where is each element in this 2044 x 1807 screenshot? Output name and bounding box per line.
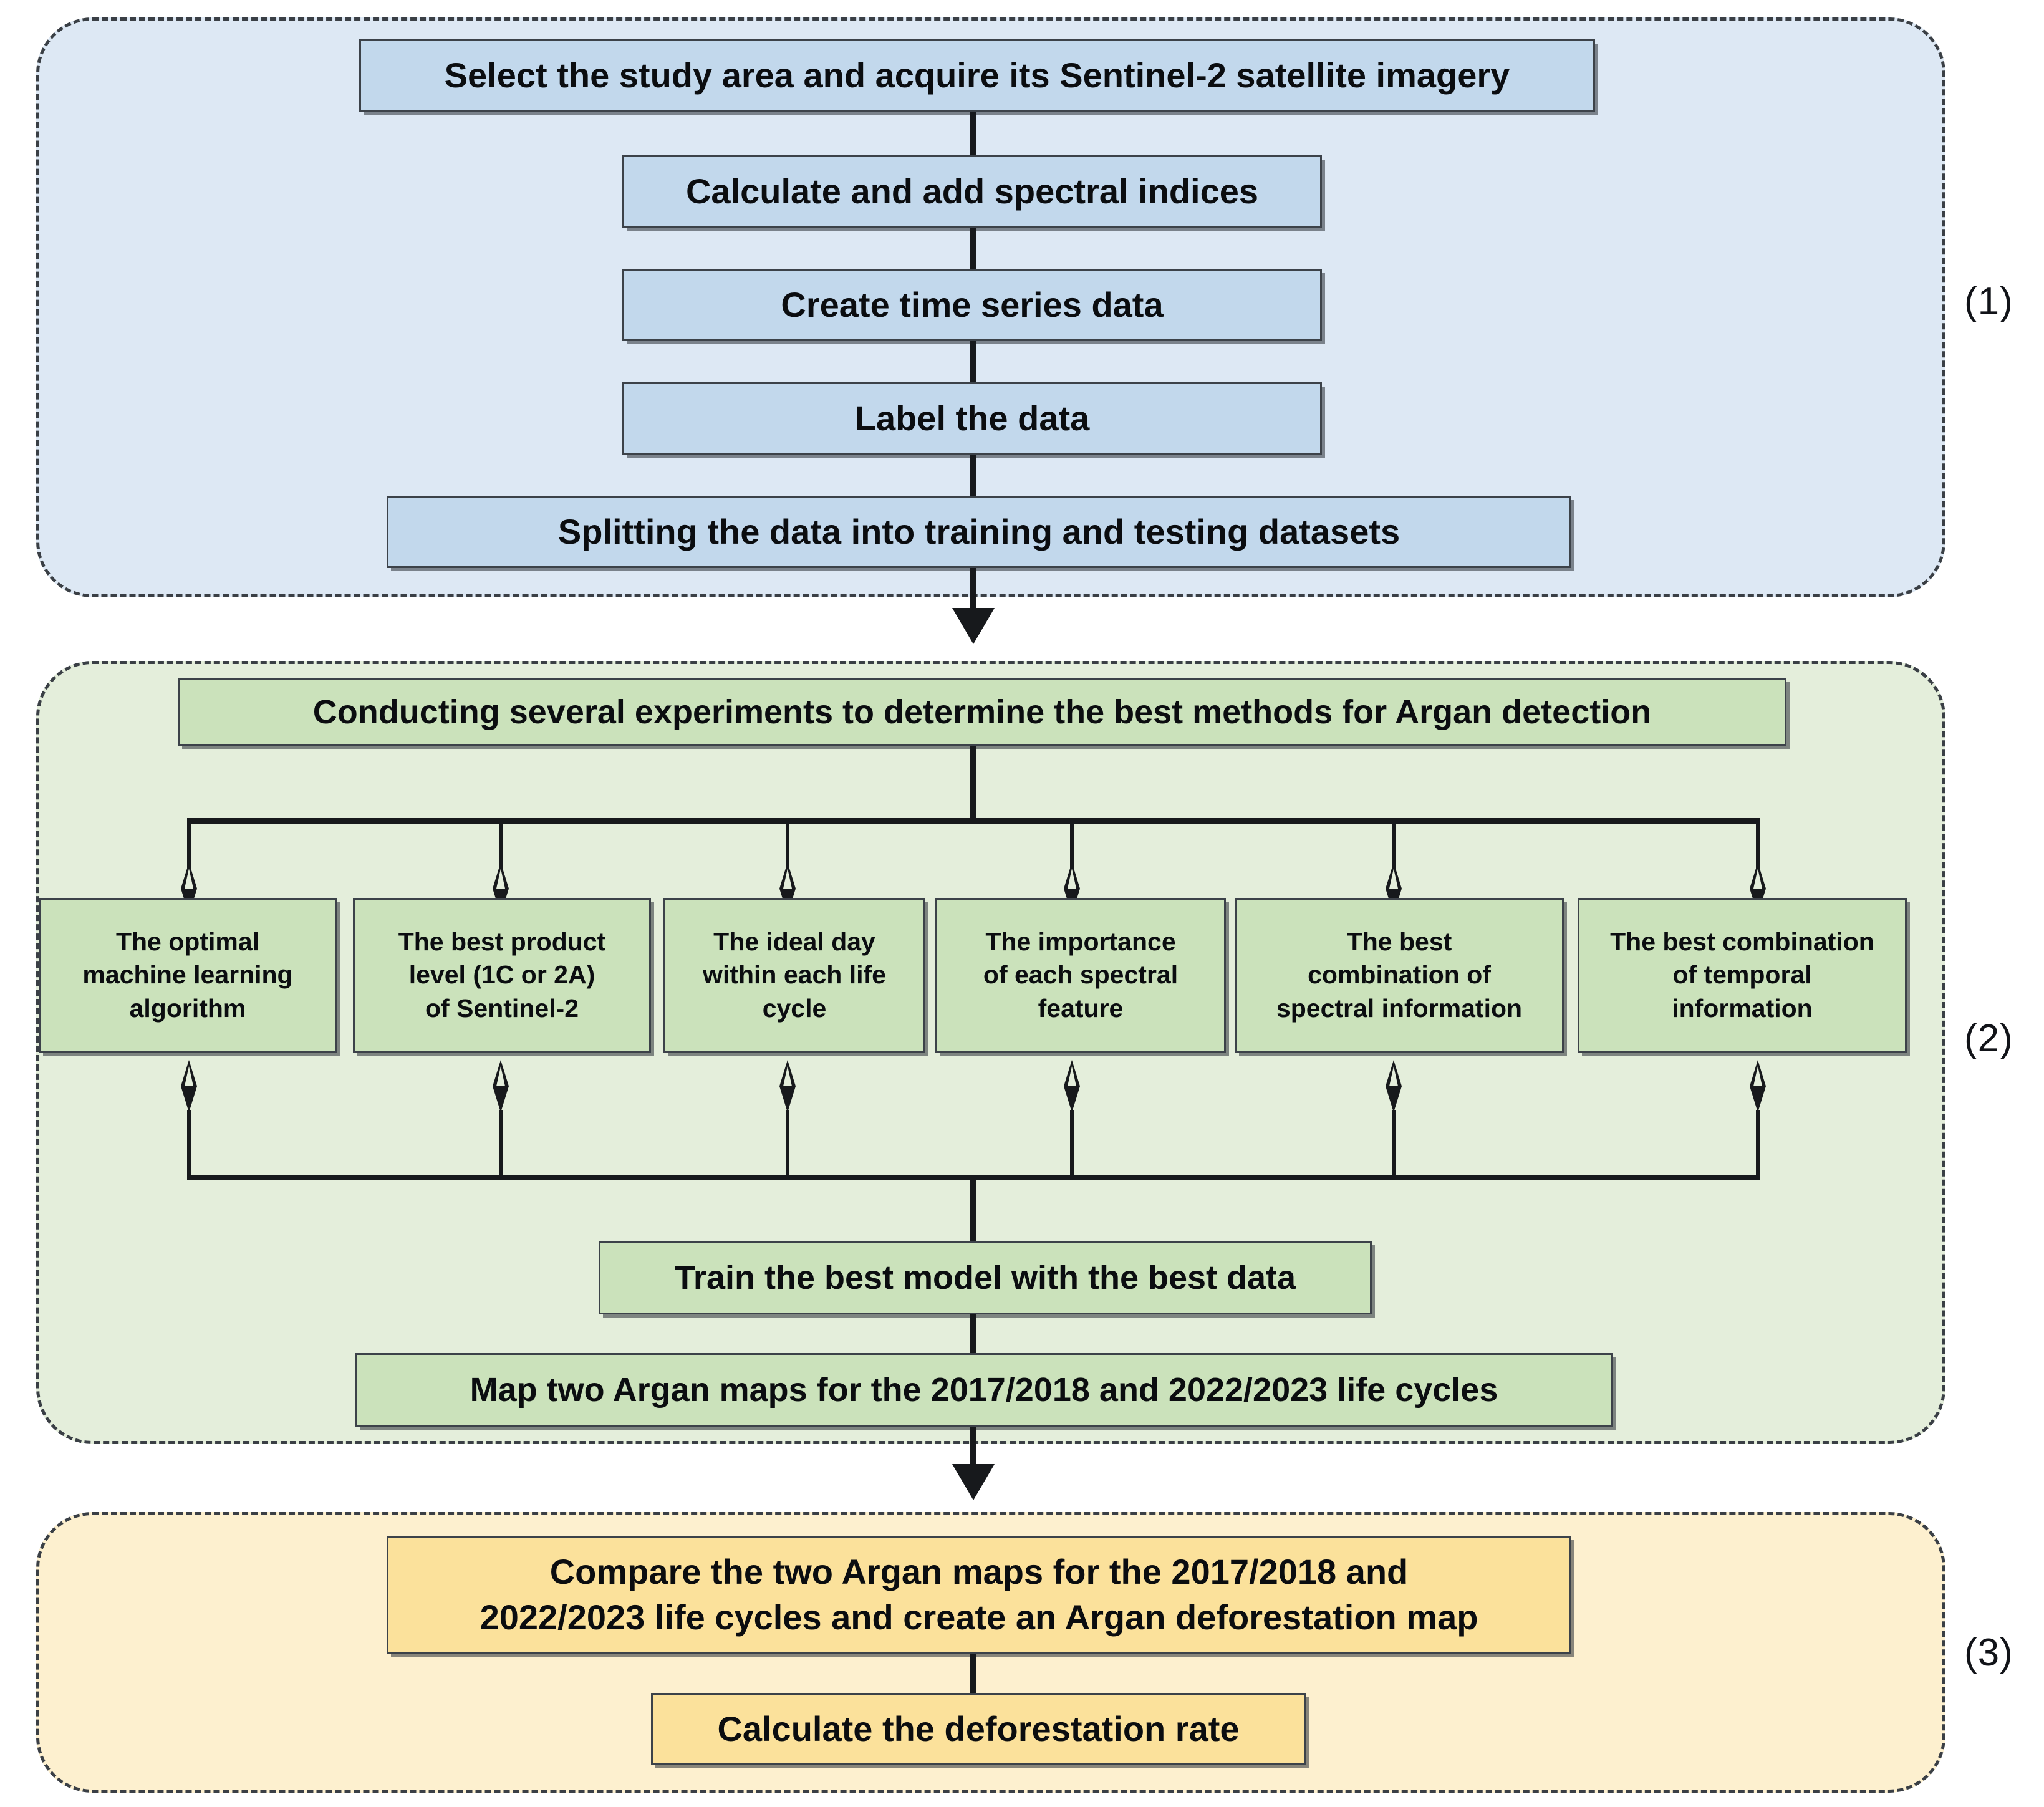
drop-to-experiment-3	[786, 818, 789, 874]
experiment-line: of each spectral	[983, 960, 1179, 990]
connector-s1-4-to-s1-5	[970, 455, 976, 496]
riser-from-experiment-6	[1756, 1110, 1760, 1178]
experiment-line: The optimal	[115, 927, 260, 957]
step-train-best-model[interactable]: Train the best model with the best data	[599, 1241, 1372, 1314]
compare-step-line: Compare the two Argan maps for the 2017/…	[549, 1552, 1409, 1592]
experiment-line: combination of	[1308, 960, 1491, 990]
step-split-datasets[interactable]: Splitting the data into training and tes…	[387, 496, 1571, 568]
compare-step-line: 2022/2023 life cycles and create an Arga…	[480, 1597, 1478, 1637]
step-calculate-deforestation-rate[interactable]: Calculate the deforestation rate	[651, 1693, 1306, 1765]
experiment-line: The best product	[398, 927, 606, 957]
diamond-marker-bottom-4	[1064, 1060, 1080, 1112]
experiment-box-spectral-combination[interactable]: The best combination of spectral informa…	[1235, 898, 1564, 1053]
experiment-line: The ideal day	[713, 927, 875, 957]
section-2-index-label: (2)	[1964, 1017, 2013, 1060]
section-3-index-label: (3)	[1964, 1631, 2013, 1674]
drop-to-experiment-5	[1392, 818, 1396, 874]
experiment-line: The best combination	[1610, 927, 1874, 957]
step-conducting-experiments[interactable]: Conducting several experiments to determ…	[178, 678, 1786, 746]
experiment-line: spectral information	[1276, 993, 1523, 1023]
experiment-box-temporal-combination[interactable]: The best combination of temporal informa…	[1578, 898, 1907, 1053]
diamond-marker-bottom-5	[1386, 1060, 1402, 1112]
diamond-marker-bottom-2	[493, 1060, 509, 1112]
experiment-line: of temporal	[1672, 960, 1812, 990]
diamond-marker-bottom-6	[1750, 1060, 1766, 1112]
connector-s1-2-to-s1-3	[970, 228, 976, 269]
experiment-box-spectral-feature-importance[interactable]: The importance of each spectral feature	[935, 898, 1226, 1053]
drop-to-experiment-4	[1070, 818, 1074, 874]
experiment-box-optimal-algorithm[interactable]: The optimal machine learning algorithm	[39, 898, 337, 1053]
drop-to-experiment-1	[187, 818, 191, 874]
drop-to-experiment-2	[499, 818, 503, 874]
connector-section1-to-section2	[970, 568, 976, 618]
riser-from-experiment-2	[499, 1110, 503, 1178]
experiment-line: information	[1672, 993, 1813, 1023]
experiment-top-rail	[187, 818, 1760, 824]
connector-s1-3-to-s1-4	[970, 341, 976, 382]
diamond-marker-bottom-1	[181, 1060, 197, 1112]
riser-from-experiment-5	[1392, 1110, 1396, 1178]
experiment-box-ideal-day[interactable]: The ideal day within each life cycle	[663, 898, 925, 1053]
step-map-argan-maps[interactable]: Map two Argan maps for the 2017/2018 and…	[355, 1353, 1613, 1427]
experiment-line: algorithm	[129, 993, 246, 1023]
connector-section2-to-section3	[970, 1427, 976, 1474]
arrowhead-section2-to-section3	[952, 1464, 995, 1500]
riser-from-experiment-1	[187, 1110, 191, 1178]
experiment-line: The importance	[985, 927, 1176, 957]
diamond-marker-bottom-3	[779, 1060, 796, 1112]
experiment-line: feature	[1038, 993, 1124, 1023]
experiment-line: within each life	[703, 960, 886, 990]
experiment-line: The best	[1346, 927, 1452, 957]
experiment-line: cycle	[762, 993, 827, 1023]
section-1-index-label: (1)	[1964, 280, 2013, 323]
riser-from-experiment-4	[1070, 1110, 1074, 1178]
step-select-study-area[interactable]: Select the study area and acquire its Se…	[359, 39, 1595, 112]
step-compare-argan-maps[interactable]: Compare the two Argan maps for the 2017/…	[387, 1536, 1571, 1654]
connector-s1-1-to-s1-2	[970, 112, 976, 155]
experiment-line: level (1C or 2A)	[408, 960, 595, 990]
step-calculate-indices[interactable]: Calculate and add spectral indices	[622, 155, 1322, 228]
drop-to-experiment-6	[1756, 818, 1760, 874]
step-create-time-series[interactable]: Create time series data	[622, 269, 1322, 341]
section-2-panel	[36, 661, 1945, 1444]
connector-rail-to-train	[970, 1175, 976, 1242]
arrowhead-section1-to-section2	[952, 608, 995, 644]
connector-header-to-rail	[970, 746, 976, 821]
connector-train-to-map	[970, 1314, 976, 1353]
step-label-data[interactable]: Label the data	[622, 382, 1322, 455]
experiment-line: of Sentinel-2	[425, 993, 579, 1023]
experiment-line: machine learning	[82, 960, 293, 990]
riser-from-experiment-3	[786, 1110, 789, 1178]
experiment-box-product-level[interactable]: The best product level (1C or 2A) of Sen…	[353, 898, 651, 1053]
connector-compare-to-rate	[970, 1654, 976, 1693]
